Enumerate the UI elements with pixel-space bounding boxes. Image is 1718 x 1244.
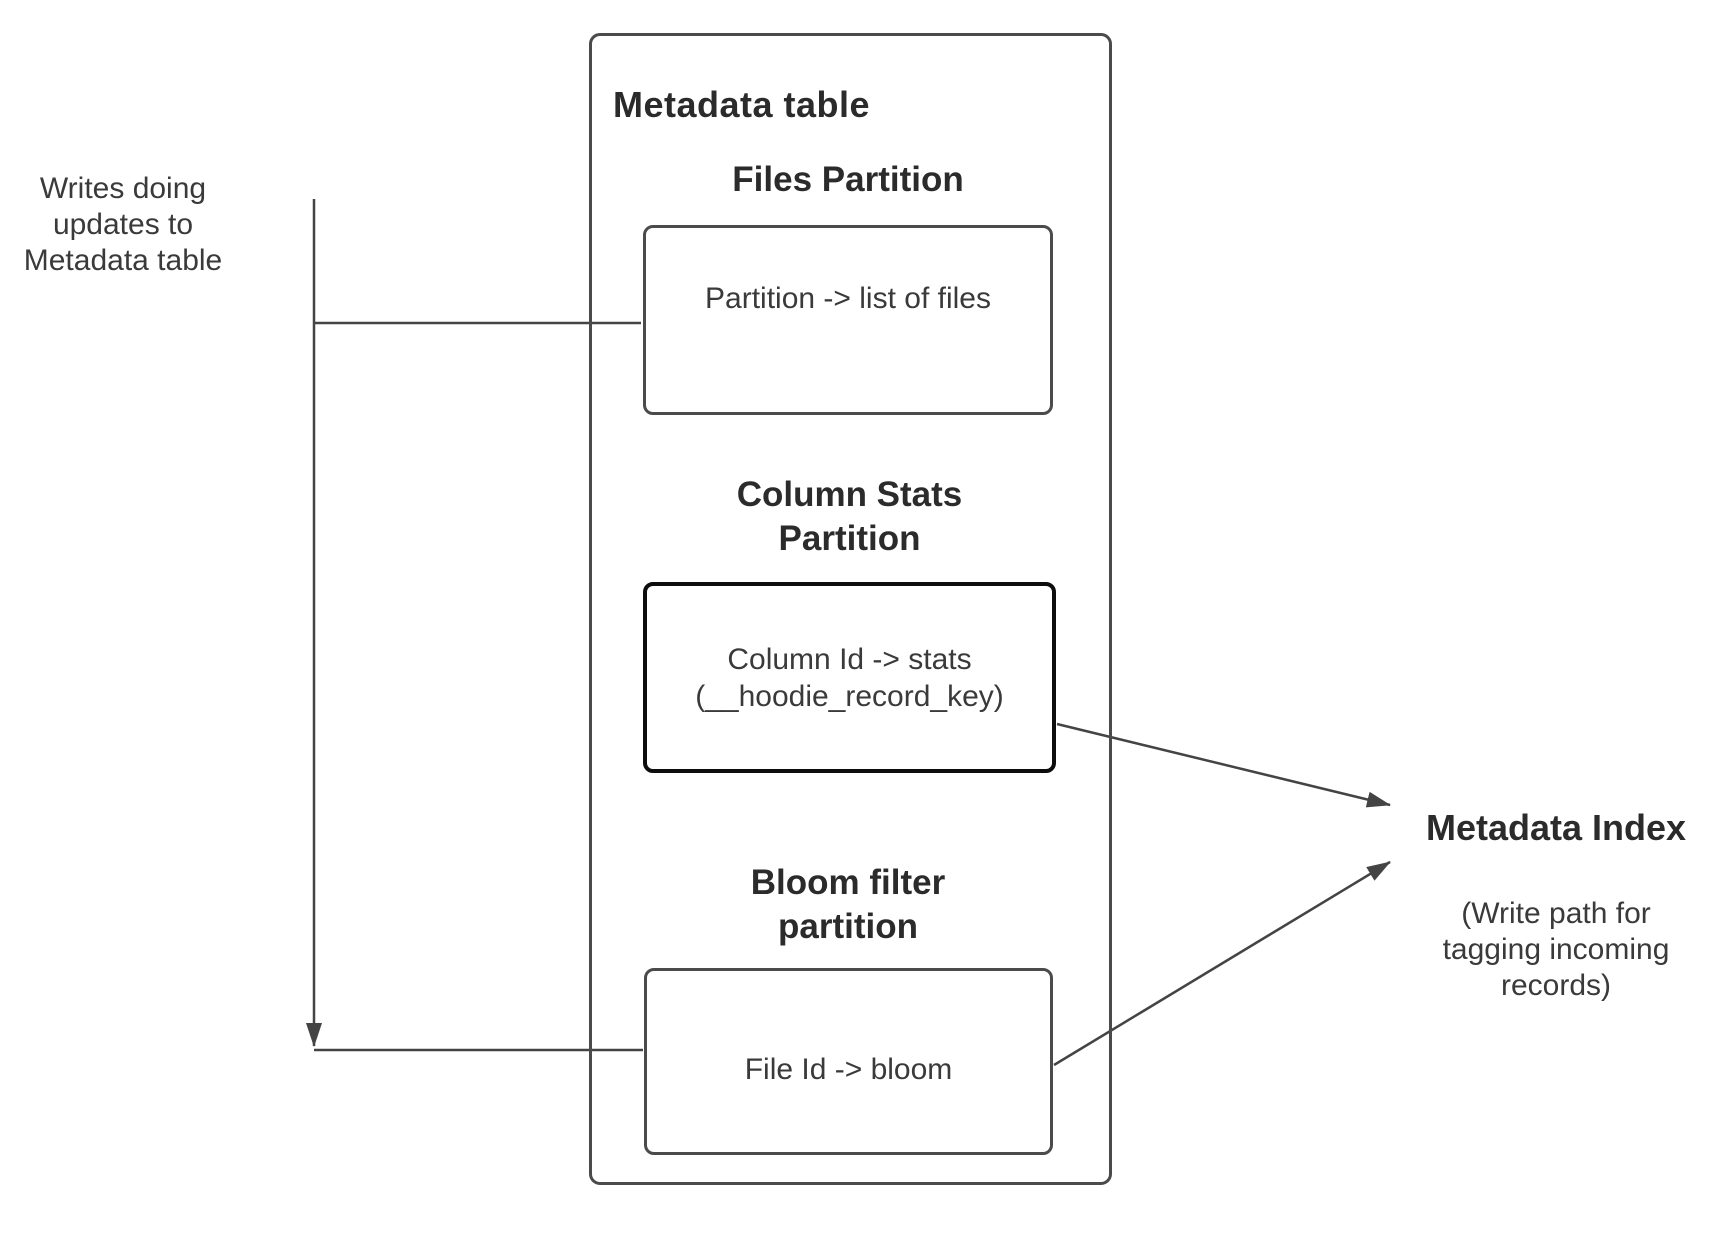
column-stats-partition-content: Column Id -> stats (__hoodie_record_key) xyxy=(695,642,1004,713)
writes-note: Writes doing updates to Metadata table xyxy=(23,172,223,277)
column-stats-partition-heading: Column Stats Partition xyxy=(736,475,963,558)
bloom-filter-partition-box: File Id -> bloom xyxy=(644,968,1053,1155)
metadata-index-title: Metadata Index xyxy=(1425,807,1687,848)
column-stats-partition-box: Column Id -> stats (__hoodie_record_key) xyxy=(643,582,1056,773)
files-partition-heading: Files Partition xyxy=(732,160,964,199)
metadata-table-container xyxy=(589,33,1112,1185)
bloom-filter-partition-content: File Id -> bloom xyxy=(744,1053,953,1086)
metadata-index-caption: (Write path for tagging incoming records… xyxy=(1442,897,1670,1002)
metadata-table-title: Metadata table xyxy=(613,84,871,125)
files-partition-content: Partition -> list of files xyxy=(705,281,991,315)
bloom-filter-partition-heading: Bloom filter partition xyxy=(750,863,946,946)
files-partition-box: Partition -> list of files xyxy=(643,225,1053,415)
